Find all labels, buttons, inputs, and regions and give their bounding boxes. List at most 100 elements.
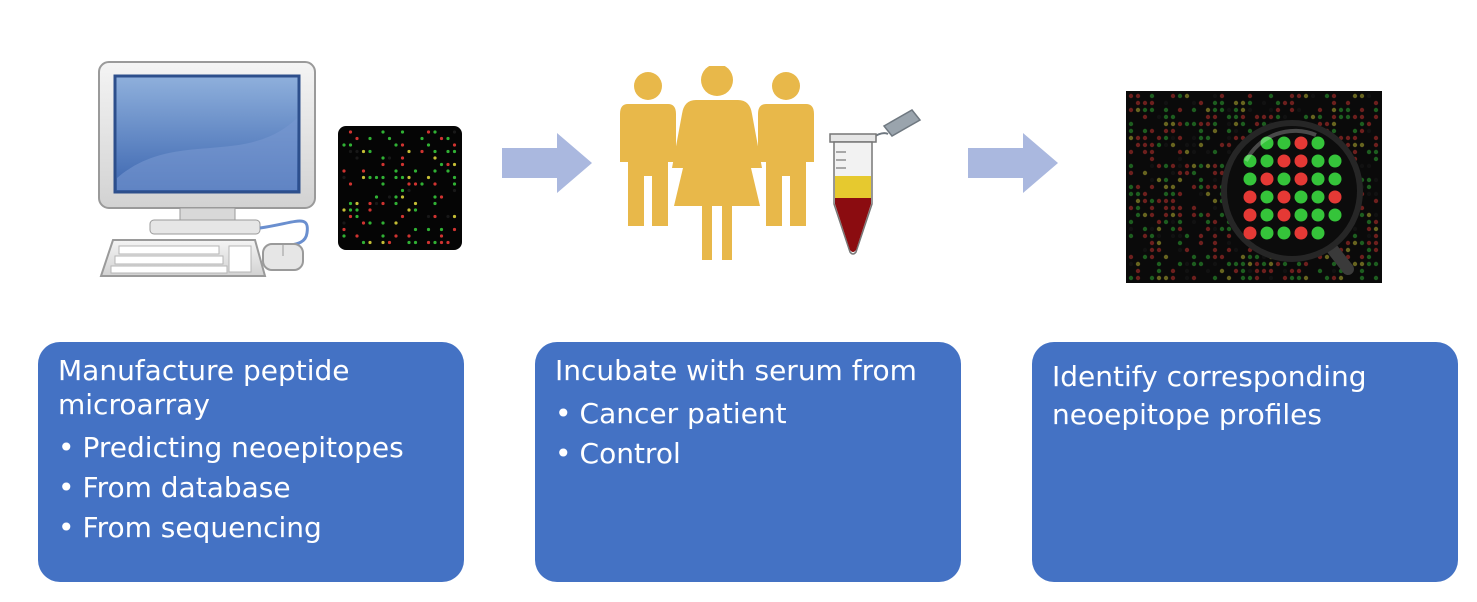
- array-spot: [348, 149, 353, 154]
- array-spot: [342, 175, 346, 180]
- array-spot: [1311, 226, 1325, 240]
- array-spot: [368, 149, 372, 154]
- arrow-right-icon: [968, 133, 1058, 193]
- array-spot: [452, 175, 457, 180]
- array-spot: [355, 149, 359, 154]
- array-spot: [1359, 240, 1365, 246]
- array-spot: [1163, 107, 1169, 113]
- array-spot: [1205, 121, 1211, 127]
- array-spot: [1198, 121, 1204, 127]
- array-spot: [1345, 114, 1351, 120]
- array-spot: [361, 149, 366, 154]
- array-spot: [1191, 170, 1197, 176]
- array-spot: [433, 214, 437, 219]
- step-box-identify: Identify corresponding neoepitope profil…: [1032, 342, 1458, 582]
- array-spot: [1366, 219, 1372, 225]
- array-spot: [1289, 268, 1295, 274]
- array-spot: [1128, 261, 1134, 267]
- array-spot: [1373, 247, 1379, 253]
- array-spot: [1205, 114, 1211, 120]
- array-spot: [1184, 163, 1190, 169]
- array-spot: [1359, 212, 1365, 218]
- array-spot: [400, 130, 405, 134]
- array-spot: [1163, 191, 1169, 197]
- array-spot: [1233, 100, 1239, 106]
- array-spot: [413, 201, 418, 206]
- array-spot: [1177, 240, 1183, 246]
- array-spot: [1289, 275, 1295, 281]
- array-spot: [1149, 163, 1155, 169]
- array-spot: [1135, 268, 1141, 274]
- array-spot: [452, 182, 457, 186]
- array-spot: [1170, 128, 1176, 134]
- array-spot: [1324, 121, 1330, 127]
- array-spot: [1268, 114, 1274, 120]
- array-spot: [1212, 247, 1218, 253]
- array-spot: [1135, 212, 1141, 218]
- array-spot: [1170, 205, 1176, 211]
- array-spot: [1311, 172, 1325, 186]
- array-spot: [1198, 261, 1204, 267]
- array-spot: [1331, 114, 1337, 120]
- array-spot: [1149, 254, 1155, 260]
- array-spot: [1240, 261, 1246, 267]
- array-spot: [1260, 190, 1274, 204]
- array-spot: [1212, 177, 1218, 183]
- array-spot: [1373, 107, 1379, 113]
- array-spot: [1296, 261, 1302, 267]
- array-spot: [1240, 121, 1246, 127]
- array-spot: [1135, 107, 1141, 113]
- array-spot: [1177, 163, 1183, 169]
- array-spot: [1240, 107, 1246, 113]
- array-spot: [368, 201, 372, 206]
- list-item: Predicting neoepitopes: [58, 428, 444, 468]
- array-spot: [420, 149, 424, 154]
- array-spot: [1289, 93, 1295, 99]
- array-spot: [1243, 226, 1257, 240]
- array-spot: [1366, 184, 1372, 190]
- array-spot: [368, 240, 372, 245]
- array-spot: [1191, 261, 1197, 267]
- array-spot: [1163, 212, 1169, 218]
- array-spot: [1240, 268, 1246, 274]
- array-spot: [1135, 142, 1141, 148]
- array-spot: [1247, 100, 1253, 106]
- step-title: Manufacture peptide microarray: [58, 354, 350, 421]
- array-spot: [1254, 254, 1260, 260]
- array-spot: [1243, 208, 1257, 222]
- array-spot: [355, 214, 359, 219]
- array-spot: [1177, 191, 1183, 197]
- array-spot: [452, 130, 457, 134]
- array-spot: [1163, 135, 1169, 141]
- array-spot: [1184, 261, 1190, 267]
- array-spot: [1149, 177, 1155, 183]
- array-spot: [1170, 233, 1176, 239]
- array-spot: [1212, 93, 1218, 99]
- array-spot: [1233, 247, 1239, 253]
- array-spot: [1135, 261, 1141, 267]
- array-spot: [1212, 184, 1218, 190]
- array-spot: [1170, 170, 1176, 176]
- array-spot: [1345, 107, 1351, 113]
- array-spot: [1205, 219, 1211, 225]
- array-spot: [1366, 121, 1372, 127]
- array-spot: [361, 240, 366, 245]
- array-spot: [1212, 275, 1218, 281]
- array-spot: [1260, 136, 1274, 150]
- array-spot: [368, 136, 372, 141]
- array-spot: [413, 240, 418, 245]
- arrow-right-icon: [502, 133, 592, 193]
- array-spot: [1331, 275, 1337, 281]
- array-spot: [1156, 240, 1162, 246]
- small-microarray-image: [338, 126, 462, 250]
- array-spot: [1212, 205, 1218, 211]
- array-spot: [1142, 254, 1148, 260]
- array-spot: [1219, 93, 1225, 99]
- array-spot: [1268, 275, 1274, 281]
- array-spot: [1163, 254, 1169, 260]
- array-spot: [1156, 114, 1162, 120]
- array-spot: [1142, 107, 1148, 113]
- array-spot: [355, 156, 359, 160]
- array-spot: [1247, 93, 1253, 99]
- array-spot: [433, 149, 437, 154]
